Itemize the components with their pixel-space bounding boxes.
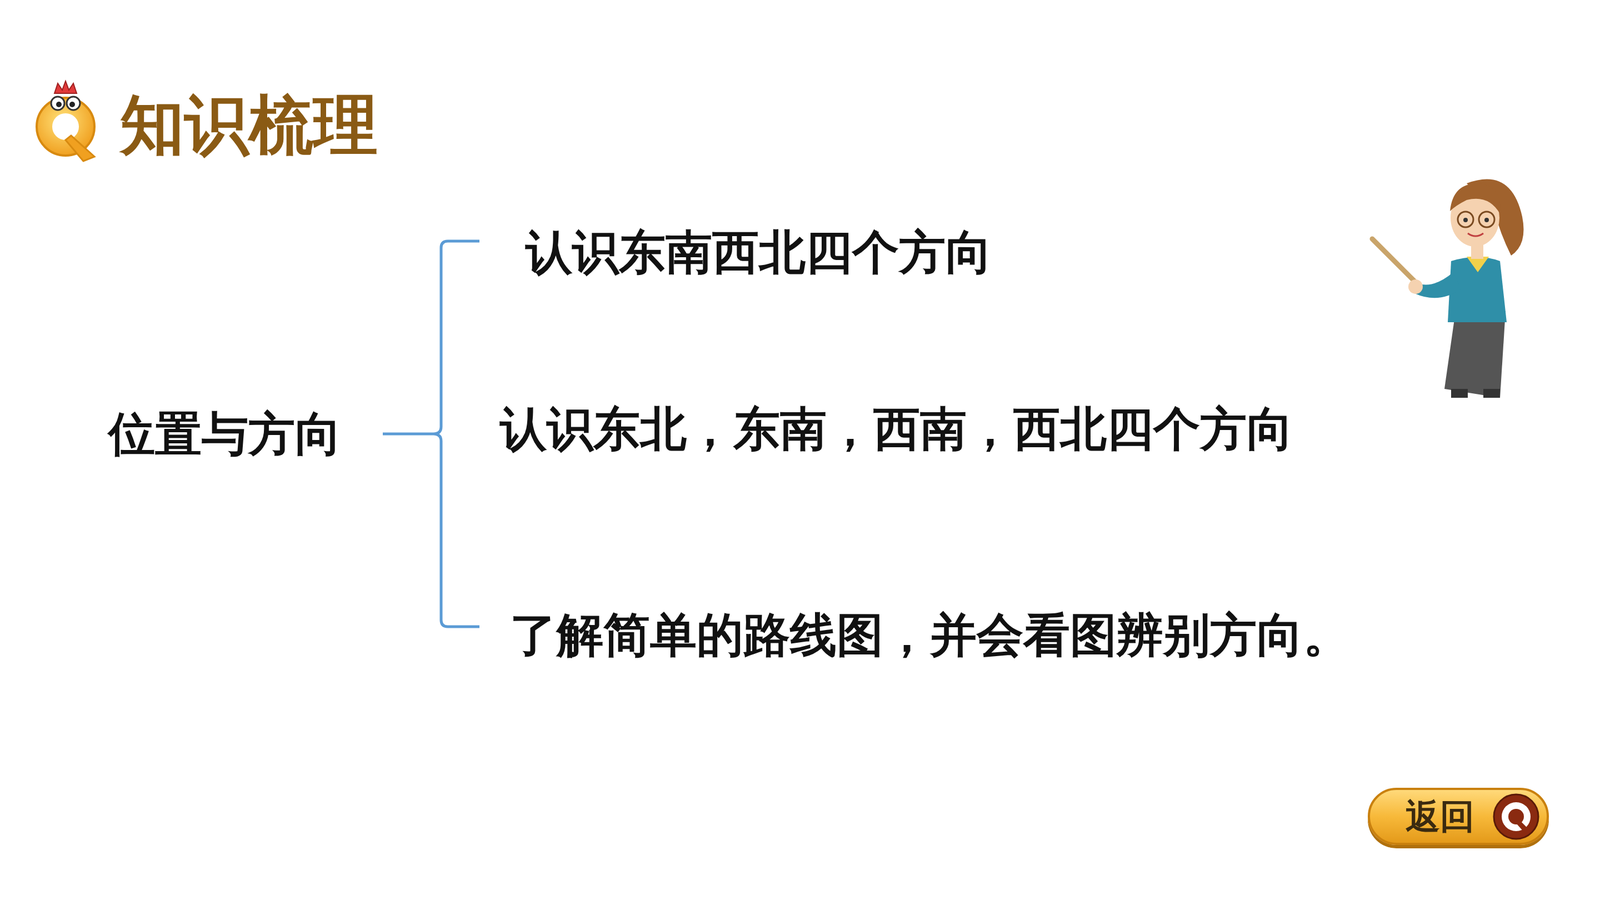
brace bbox=[382, 241, 480, 627]
item-text: 认识东南西北四个方向 bbox=[525, 224, 993, 281]
button-icon bbox=[1491, 791, 1542, 842]
title: 知识梳理 bbox=[120, 87, 378, 162]
return-button: 返回 bbox=[1367, 787, 1549, 845]
topic-text: 位置与方向 bbox=[108, 406, 342, 463]
teacher-figure bbox=[1372, 179, 1524, 399]
item-text: 了解简单的路线图，并会看图辨别方向。 bbox=[510, 607, 1350, 664]
q-icon bbox=[36, 81, 95, 162]
button-label: 返回 bbox=[1405, 793, 1475, 840]
item-text: 认识东北，东南，西南，西北四个方向 bbox=[500, 401, 1294, 458]
